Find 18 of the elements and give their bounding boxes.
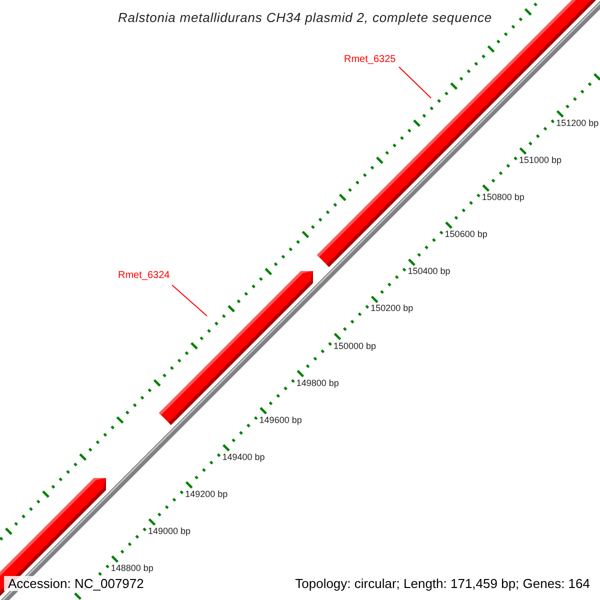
position-label: 149400 bp xyxy=(222,452,265,463)
position-label: 150600 bp xyxy=(444,229,488,240)
position-label: 149000 bp xyxy=(148,526,191,537)
leader-line xyxy=(172,284,208,316)
position-label: 149600 bp xyxy=(259,414,302,426)
position-label: 150200 bp xyxy=(370,303,414,314)
position-label: 149200 bp xyxy=(185,488,228,500)
leader-line xyxy=(398,66,432,98)
position-label: 150800 bp xyxy=(482,192,524,204)
position-label: 148800 bp xyxy=(110,563,154,574)
position-label: 151000 bp xyxy=(519,155,562,166)
title: Ralstonia metallidurans CH34 plasmid 2, complete sequence xyxy=(118,10,492,26)
position-label: 150400 bp xyxy=(408,266,450,278)
gene-label: Rmet_6324 xyxy=(118,270,170,282)
gene-label: Rmet_6325 xyxy=(344,54,396,66)
position-label: 150000 bp xyxy=(334,340,376,352)
position-label: 151200 bp xyxy=(556,118,599,129)
position-label: 149800 bp xyxy=(296,378,339,389)
